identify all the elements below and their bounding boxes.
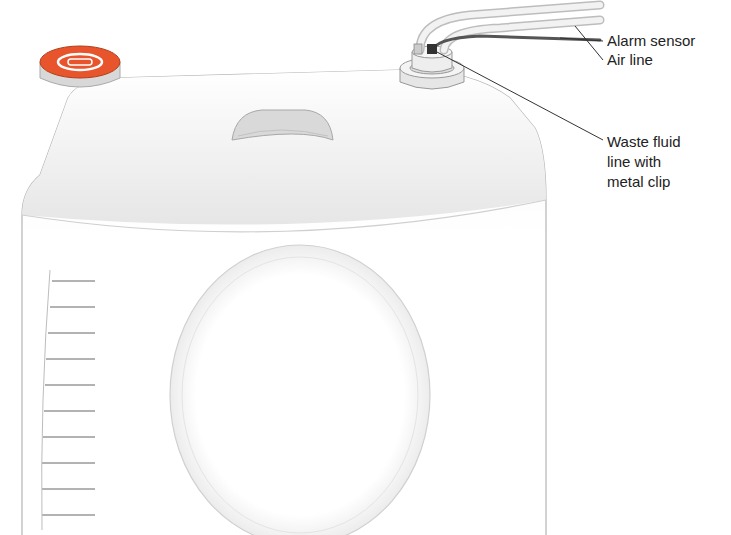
handle-opening [232, 110, 333, 140]
shoulder-edge [22, 200, 546, 232]
label-recess [170, 245, 430, 535]
graduation-marks [42, 281, 95, 515]
graduation-edge [42, 270, 50, 530]
part-label: Alarm sensor [607, 31, 727, 51]
cap-top [40, 46, 120, 78]
sensor-plug [427, 44, 437, 54]
leader-line [437, 52, 603, 140]
leader-line [560, 38, 603, 41]
cap-ring [58, 54, 102, 70]
waste-fluid-tube [420, 5, 600, 50]
air-tube [444, 20, 600, 50]
waste-fluid-tube-inner [420, 5, 600, 50]
cap-grip [68, 59, 92, 65]
leader-line [575, 26, 603, 60]
container-top [22, 70, 546, 225]
air-tube-inner [444, 20, 600, 50]
handle-edge [238, 130, 328, 136]
part-label: Air line [607, 50, 727, 70]
metal-clip [414, 44, 422, 54]
part-label: Waste fluid line with metal clip [607, 132, 697, 192]
label-recess-inner [182, 257, 418, 533]
alarm-sensor-wire [432, 36, 600, 52]
